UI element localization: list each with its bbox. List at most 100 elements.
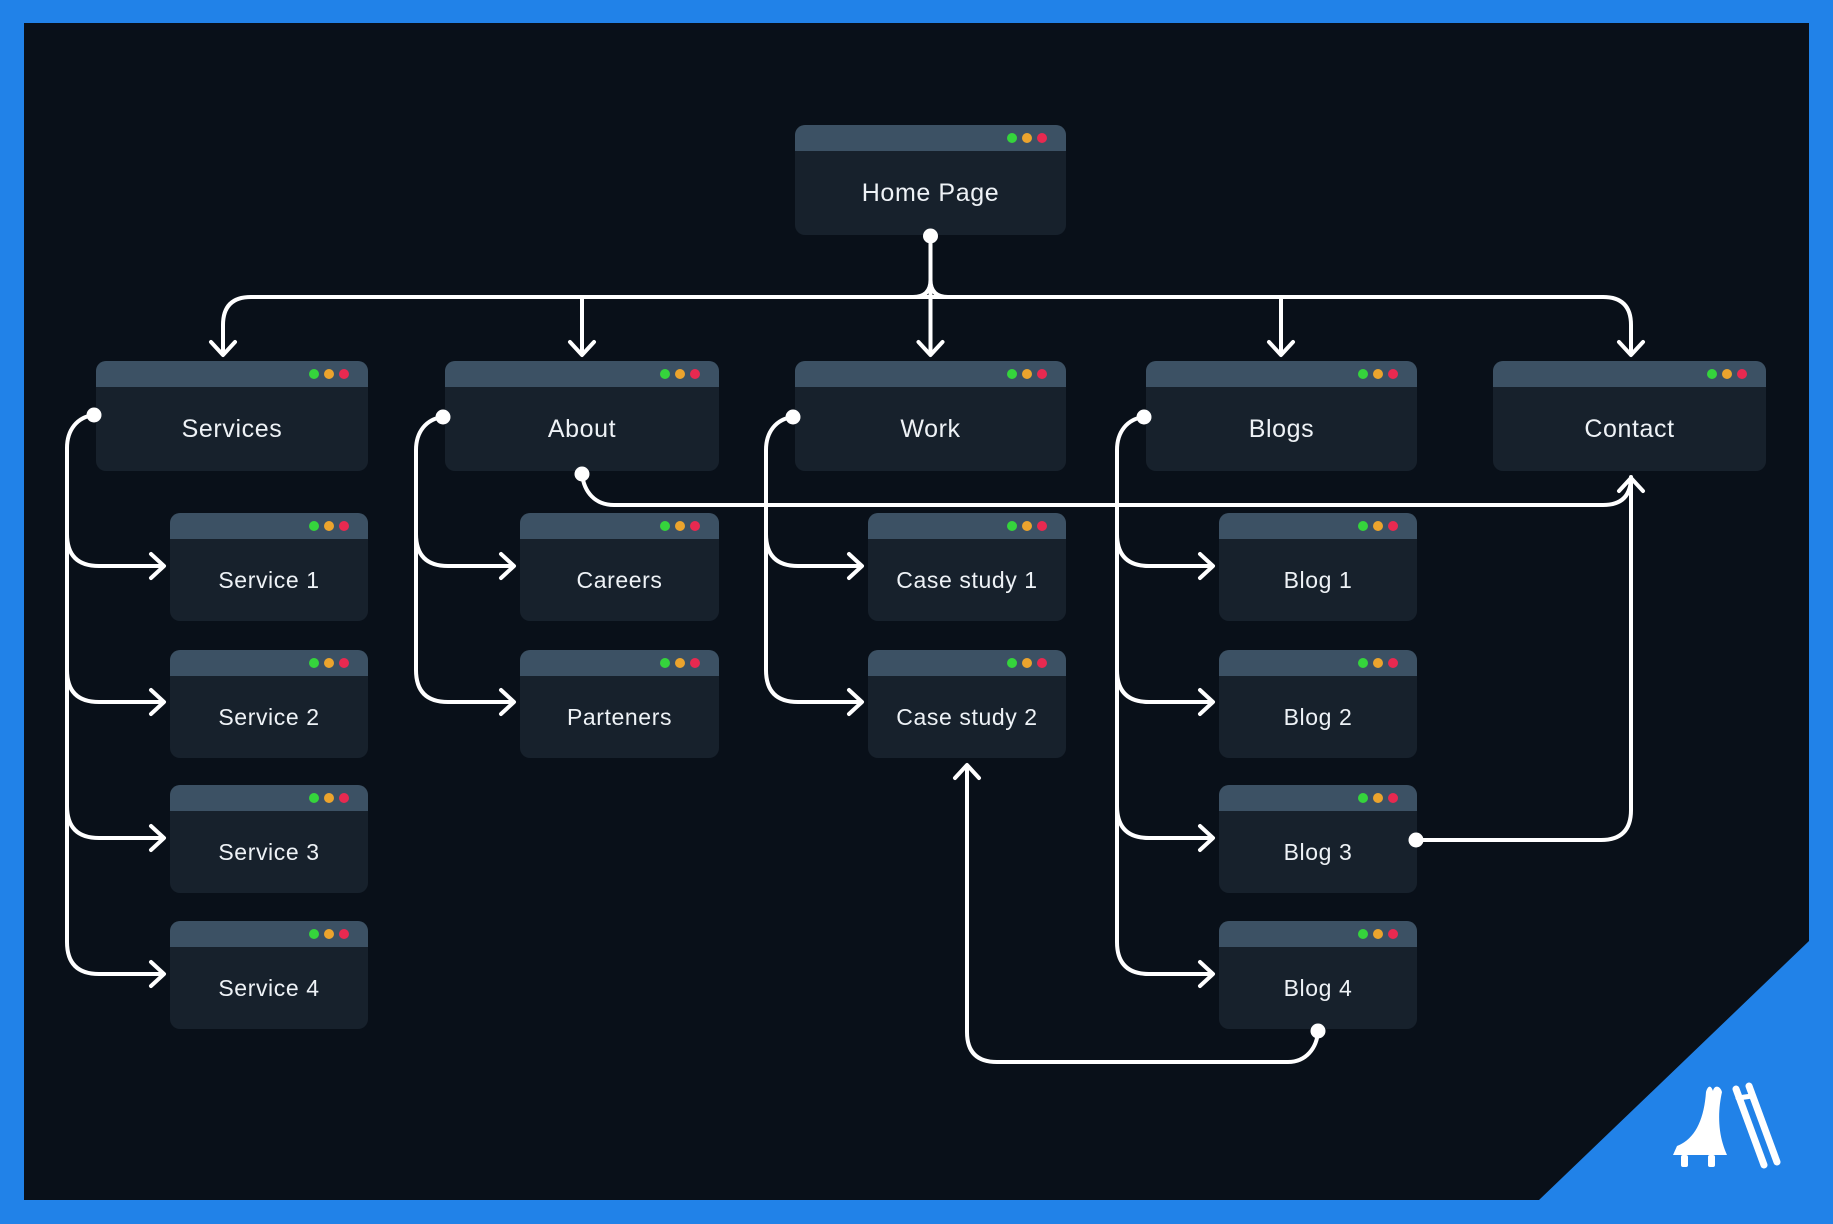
node-blog-2: Blog 2 <box>1219 650 1417 758</box>
traffic-light-yellow-icon <box>1373 369 1383 379</box>
window-titlebar <box>170 650 368 676</box>
traffic-light-green-icon <box>309 521 319 531</box>
traffic-light-green-icon <box>660 369 670 379</box>
node-parteners: Parteners <box>520 650 719 758</box>
traffic-light-red-icon <box>1737 369 1747 379</box>
node-label: Blog 4 <box>1283 974 1353 1001</box>
traffic-light-red-icon <box>1037 521 1047 531</box>
node-label: Blog 1 <box>1283 566 1353 593</box>
traffic-light-yellow-icon <box>1373 793 1383 803</box>
node-blog-3: Blog 3 <box>1219 785 1417 893</box>
node-label: Blog 3 <box>1283 838 1353 865</box>
node-careers: Careers <box>520 513 719 621</box>
window-titlebar <box>1219 650 1417 676</box>
traffic-light-red-icon <box>690 658 700 668</box>
node-label: Case study 1 <box>896 566 1038 593</box>
node-service-2: Service 2 <box>170 650 368 758</box>
traffic-light-green-icon <box>1358 658 1368 668</box>
node-label: Service 1 <box>218 566 320 593</box>
traffic-light-green-icon <box>1007 133 1017 143</box>
traffic-light-red-icon <box>1388 369 1398 379</box>
traffic-light-green-icon <box>1358 929 1368 939</box>
traffic-light-yellow-icon <box>675 658 685 668</box>
node-services: Services <box>96 361 368 471</box>
node-service-1: Service 1 <box>170 513 368 621</box>
window-titlebar <box>795 125 1066 151</box>
traffic-light-red-icon <box>1388 521 1398 531</box>
traffic-light-green-icon <box>309 793 319 803</box>
node-label: About <box>547 414 617 443</box>
node-label: Careers <box>576 566 663 593</box>
traffic-light-red-icon <box>339 793 349 803</box>
node-label: Service 3 <box>218 838 320 865</box>
node-case-study-2: Case study 2 <box>868 650 1066 758</box>
traffic-light-red-icon <box>1388 658 1398 668</box>
traffic-light-green-icon <box>660 521 670 531</box>
traffic-light-red-icon <box>339 369 349 379</box>
traffic-light-yellow-icon <box>675 369 685 379</box>
traffic-light-yellow-icon <box>1022 658 1032 668</box>
window-titlebar <box>1219 513 1417 539</box>
traffic-light-red-icon <box>1037 133 1047 143</box>
traffic-light-red-icon <box>1037 369 1047 379</box>
traffic-light-green-icon <box>1007 369 1017 379</box>
node-about: About <box>445 361 719 471</box>
node-home-page: Home Page <box>795 125 1066 235</box>
node-service-4: Service 4 <box>170 921 368 1029</box>
node-label: Service 2 <box>218 703 320 730</box>
traffic-light-green-icon <box>309 929 319 939</box>
node-label: Blog 2 <box>1283 703 1353 730</box>
traffic-light-green-icon <box>1358 369 1368 379</box>
traffic-light-red-icon <box>1388 929 1398 939</box>
traffic-light-yellow-icon <box>324 929 334 939</box>
window-titlebar <box>1493 361 1766 387</box>
node-work: Work <box>795 361 1066 471</box>
traffic-light-green-icon <box>309 658 319 668</box>
traffic-light-red-icon <box>690 521 700 531</box>
traffic-light-green-icon <box>1007 658 1017 668</box>
node-case-study-1: Case study 1 <box>868 513 1066 621</box>
window-titlebar <box>170 513 368 539</box>
node-label: Work <box>900 414 961 443</box>
node-label: Service 4 <box>218 974 320 1001</box>
node-label: Home Page <box>861 178 1000 207</box>
window-titlebar <box>170 785 368 811</box>
window-titlebar <box>170 921 368 947</box>
traffic-light-yellow-icon <box>1022 369 1032 379</box>
node-blog-4: Blog 4 <box>1219 921 1417 1029</box>
traffic-light-red-icon <box>1388 793 1398 803</box>
window-titlebar <box>520 650 719 676</box>
window-titlebar <box>1219 921 1417 947</box>
node-blog-1: Blog 1 <box>1219 513 1417 621</box>
window-titlebar <box>445 361 719 387</box>
node-label: Blogs <box>1248 414 1315 443</box>
window-titlebar <box>795 361 1066 387</box>
traffic-light-yellow-icon <box>1722 369 1732 379</box>
traffic-light-red-icon <box>339 929 349 939</box>
node-label: Services <box>181 414 283 443</box>
traffic-light-yellow-icon <box>1022 521 1032 531</box>
traffic-light-yellow-icon <box>324 521 334 531</box>
window-titlebar <box>1146 361 1417 387</box>
traffic-light-green-icon <box>1358 793 1368 803</box>
traffic-light-yellow-icon <box>1373 521 1383 531</box>
node-label: Case study 2 <box>896 703 1038 730</box>
node-label: Parteners <box>566 703 673 730</box>
traffic-light-yellow-icon <box>324 369 334 379</box>
traffic-light-green-icon <box>1358 521 1368 531</box>
traffic-light-red-icon <box>339 658 349 668</box>
window-titlebar <box>868 650 1066 676</box>
node-service-3: Service 3 <box>170 785 368 893</box>
node-contact: Contact <box>1493 361 1766 471</box>
traffic-light-yellow-icon <box>324 793 334 803</box>
traffic-light-yellow-icon <box>675 521 685 531</box>
window-titlebar <box>96 361 368 387</box>
window-titlebar <box>1219 785 1417 811</box>
traffic-light-yellow-icon <box>1022 133 1032 143</box>
traffic-light-green-icon <box>1007 521 1017 531</box>
traffic-light-green-icon <box>660 658 670 668</box>
window-titlebar <box>868 513 1066 539</box>
traffic-light-red-icon <box>1037 658 1047 668</box>
window-titlebar <box>520 513 719 539</box>
